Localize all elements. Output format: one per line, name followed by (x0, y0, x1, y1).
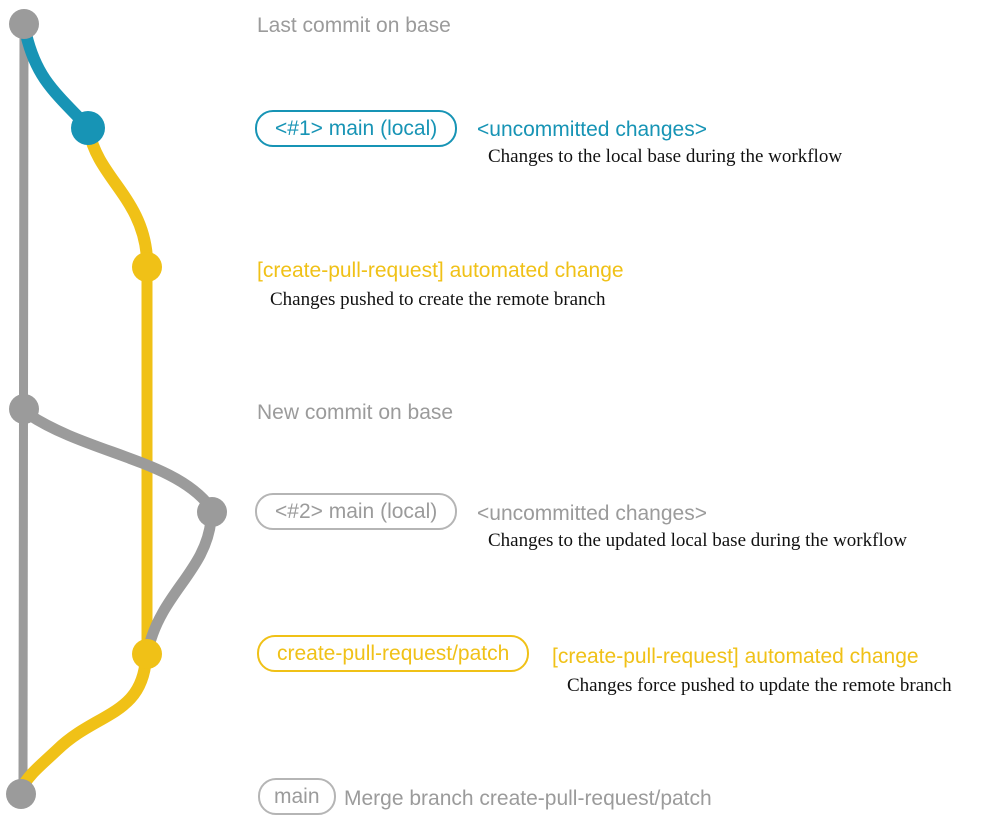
commit-dot-uncommitted-1 (71, 111, 105, 145)
automated-change-note-2: Changes force pushed to update the remot… (567, 675, 952, 696)
commit-dot-uncommitted-2 (197, 497, 227, 527)
branch-ref-patch: create-pull-request/patch (257, 635, 530, 672)
local-main-to-patch-line (143, 514, 217, 652)
local-main-branch-line-1 (20, 28, 92, 131)
commit-dot-new-base (9, 394, 39, 424)
patch-branch-merge-line (15, 652, 152, 796)
merge-commit-label: Merge branch create-pull-request/patch (344, 787, 712, 810)
automated-change-label-1: [create-pull-request] automated change (257, 259, 624, 282)
last-commit-label: Last commit on base (257, 14, 451, 37)
automated-change-label-2: [create-pull-request] automated change (552, 645, 919, 668)
uncommitted-changes-note-2: Changes to the updated local base during… (488, 530, 907, 551)
uncommitted-changes-label-1: <uncommitted changes> (477, 118, 707, 141)
commit-dot-automated-1 (132, 252, 162, 282)
patch-branch-line-top (83, 125, 153, 264)
uncommitted-changes-label-2: <uncommitted changes> (477, 502, 707, 525)
branch-ref-main-local-1: <#1> main (local) (255, 110, 458, 147)
local-main-branch-line-2 (22, 408, 217, 514)
uncommitted-changes-note-1: Changes to the local base during the wor… (488, 146, 843, 167)
commit-dot-merge (6, 779, 36, 809)
commit-dot-last-base (9, 9, 39, 39)
automated-change-note-1: Changes pushed to create the remote bran… (270, 289, 606, 310)
branch-ref-main: main (258, 778, 336, 815)
new-commit-label: New commit on base (257, 401, 454, 424)
branch-ref-main-local-2: <#2> main (local) (255, 493, 458, 530)
commit-dot-automated-2 (132, 639, 162, 669)
